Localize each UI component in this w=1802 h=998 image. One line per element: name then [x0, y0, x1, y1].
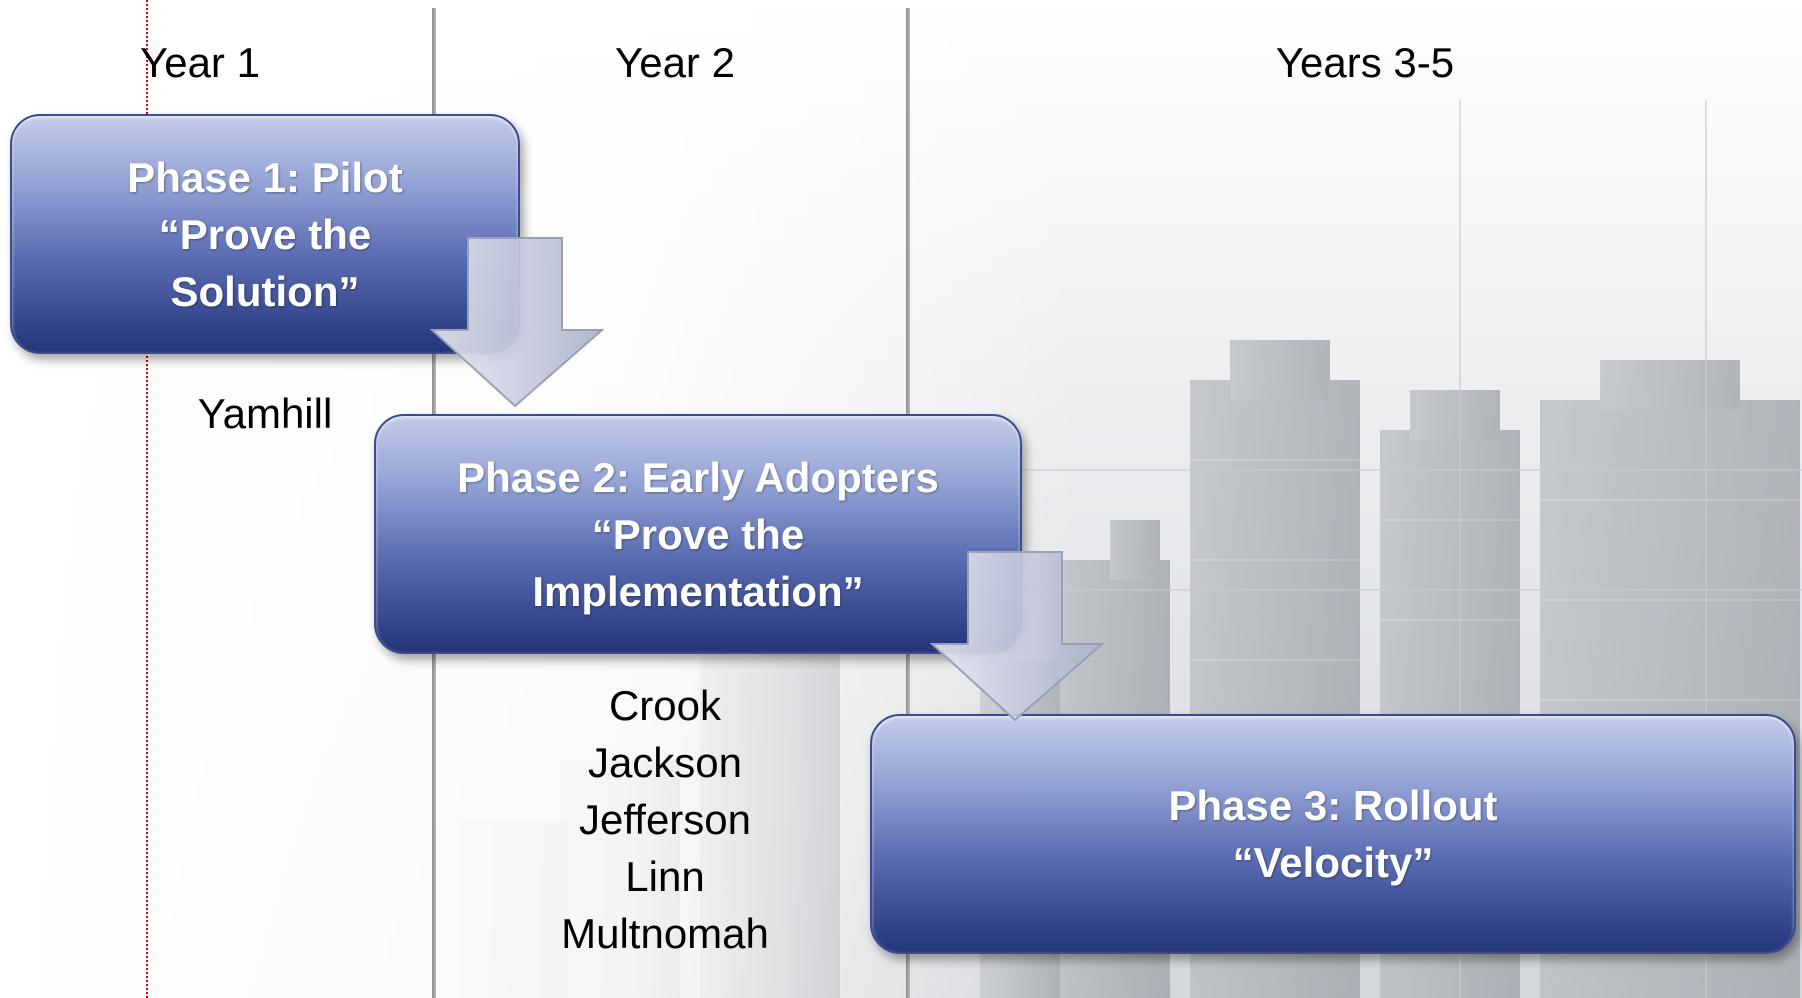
county-item: Jackson — [587, 739, 743, 786]
phase-2-slogan-line-2: Implementation” — [532, 567, 864, 615]
county-item: Linn — [625, 853, 705, 900]
county-item: Yamhill — [197, 390, 333, 437]
phase-1-box: Phase 1: Pilot “Prove the Solution” — [10, 114, 520, 354]
county-item: Crook — [608, 682, 722, 729]
county-item: Multnomah — [561, 910, 769, 957]
phase-3-slogan: “Velocity” — [1232, 839, 1434, 886]
years-3-5-header: Years 3-5 — [1275, 39, 1455, 86]
dotted-margin-line — [146, 0, 148, 998]
phase-1-county-list: Yamhill — [150, 385, 380, 442]
phase-3-box: Phase 3: Rollout “Velocity” — [870, 714, 1796, 954]
phase-1-title: Phase 1: Pilot — [127, 153, 403, 201]
down-arrow-icon — [430, 237, 604, 408]
phase-1-slogan-line-2: Solution” — [170, 267, 360, 315]
phase-2-title: Phase 2: Early Adopters — [457, 453, 939, 501]
year-2-header: Year 2 — [615, 39, 735, 86]
phase-2-county-list: Crook Jackson Jefferson Linn Multnomah — [520, 677, 810, 962]
county-item: Jefferson — [579, 796, 751, 843]
phase-1-slogan-line-1: “Prove the — [158, 210, 372, 258]
phase-3-title: Phase 3: Rollout — [1168, 782, 1498, 829]
down-arrow-icon — [930, 551, 1104, 722]
year-1-header: Year 1 — [140, 39, 260, 86]
phase-2-slogan-line-1: “Prove the — [591, 510, 805, 558]
phase-2-box: Phase 2: Early Adopters “Prove the Imple… — [374, 414, 1022, 654]
